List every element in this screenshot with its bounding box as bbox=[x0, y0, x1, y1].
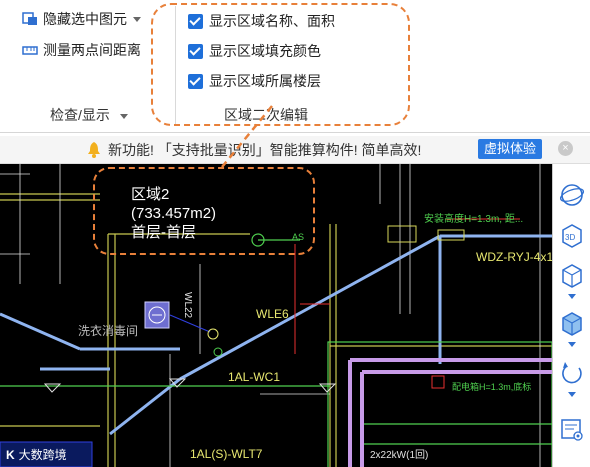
3d-view-button[interactable]: 3D bbox=[559, 222, 585, 248]
checkbox-show-floor[interactable]: 显示区域所属楼层 bbox=[188, 71, 321, 91]
bell-icon bbox=[86, 141, 102, 163]
chevron-down-icon[interactable] bbox=[568, 342, 576, 347]
orbit-view-button[interactable] bbox=[559, 182, 585, 208]
hide-selected-button[interactable]: 隐藏选中图元 bbox=[22, 9, 141, 29]
virtual-trial-button[interactable]: 虚拟体验 bbox=[478, 139, 543, 159]
region-edit-group-label: 区域二次编辑 bbox=[224, 107, 308, 123]
region-floor: 首层-首层 bbox=[131, 224, 196, 241]
measure-icon bbox=[22, 43, 38, 57]
checkbox-show-name-area[interactable]: 显示区域名称、面积 bbox=[188, 11, 335, 31]
checkbox-checked-icon[interactable] bbox=[188, 43, 203, 59]
hide-selected-label: 隐藏选中图元 bbox=[43, 11, 127, 27]
cube-view-button[interactable] bbox=[559, 262, 585, 288]
cad-label-room: 洗衣消毒间 bbox=[78, 324, 139, 338]
cad-label-wle6: WLE6 bbox=[256, 307, 289, 321]
check-display-group-label[interactable]: 检查/显示 bbox=[50, 105, 128, 125]
hide-icon bbox=[22, 12, 38, 26]
measure-distance-button[interactable]: 测量两点间距离 bbox=[22, 40, 141, 60]
watermark-logo-icon: K bbox=[6, 448, 15, 462]
region-callout-frame bbox=[93, 167, 315, 255]
chevron-down-icon[interactable] bbox=[568, 392, 576, 397]
checkbox-label: 显示区域填充颜色 bbox=[209, 43, 321, 59]
chevron-down-icon[interactable] bbox=[568, 294, 576, 299]
cad-label-height-top: 安装高度H=1.3m, 距... bbox=[424, 214, 524, 225]
close-icon[interactable]: × bbox=[558, 141, 573, 156]
rotate-button[interactable] bbox=[559, 360, 585, 386]
notice-text: 新功能! 「支持批量识别」智能推算构件! 简单高效! bbox=[108, 142, 422, 158]
cad-label-ial-wlt7: 1AL(S)-WLT7 bbox=[190, 447, 263, 461]
cad-label-as: AS bbox=[292, 232, 305, 242]
highlight-frame bbox=[151, 3, 410, 126]
ribbon: 隐藏选中图元 测量两点间距离 检查/显示 显示区域名称、面积 显示区域填充颜色 … bbox=[0, 0, 590, 133]
cad-canvas[interactable]: 区域2 (733.457m2) 首层-首层 WDZ-RYJ-4x1.5- 安装高… bbox=[0, 164, 552, 467]
cad-drawing bbox=[0, 164, 552, 467]
checkbox-show-fill-color[interactable]: 显示区域填充颜色 bbox=[188, 41, 321, 61]
checkbox-label: 显示区域名称、面积 bbox=[209, 13, 335, 29]
checkbox-checked-icon[interactable] bbox=[188, 13, 203, 29]
svg-text:3D: 3D bbox=[565, 233, 575, 242]
chevron-down-icon[interactable] bbox=[119, 113, 128, 119]
cad-label-ial-wc1: 1AL-WC1 bbox=[228, 370, 281, 384]
chevron-down-icon[interactable] bbox=[133, 16, 141, 22]
view-toolbar: 3D bbox=[552, 164, 590, 467]
region-area: (733.457m2) bbox=[131, 205, 217, 222]
notice-bar: 新功能! 「支持批量识别」智能推算构件! 简单高效! 虚拟体验 × bbox=[0, 136, 590, 164]
checkbox-checked-icon[interactable] bbox=[188, 73, 203, 89]
measure-distance-label: 测量两点间距离 bbox=[43, 42, 141, 58]
region-name: 区域2 bbox=[131, 186, 170, 203]
cad-label-height-mid: 配电箱H=1.3m,底标 bbox=[452, 382, 532, 392]
cad-label-cable: 2x22kW(1回) bbox=[370, 450, 429, 461]
group-divider bbox=[175, 6, 176, 126]
checkbox-label: 显示区域所属楼层 bbox=[209, 73, 321, 89]
solid-view-button[interactable] bbox=[559, 310, 585, 336]
cad-label-wdz: WDZ-RYJ-4x1.5- bbox=[476, 250, 552, 264]
properties-view-button[interactable] bbox=[559, 416, 585, 442]
